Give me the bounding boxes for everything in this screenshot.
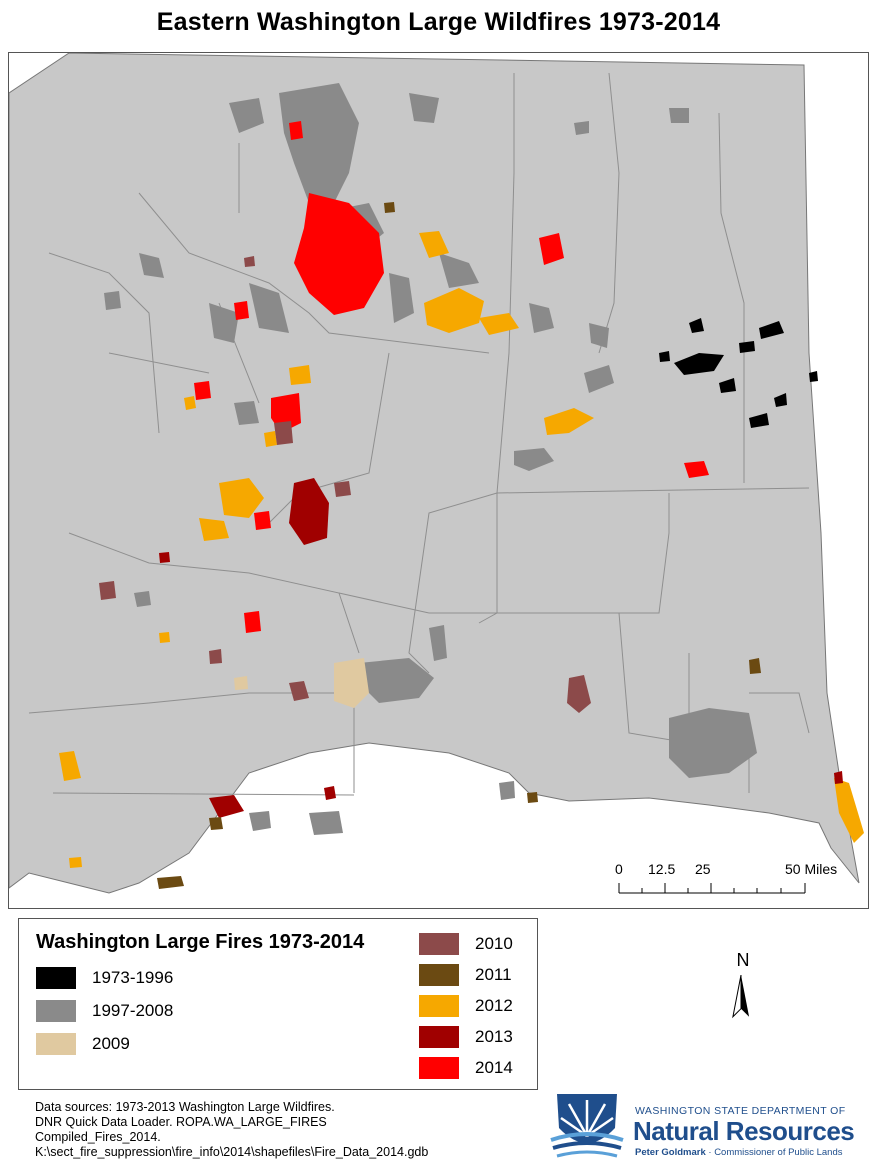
source-line-1: Data sources: 1973-2013 Washington Large… bbox=[35, 1100, 335, 1114]
legend-label: 2011 bbox=[475, 965, 512, 984]
scale-label-0: 0 bbox=[615, 861, 623, 877]
fires-2012 bbox=[59, 231, 864, 868]
fires-2011 bbox=[157, 202, 761, 889]
source-line-4: K:\sect_fire_suppression\fire_info\2014\… bbox=[35, 1145, 429, 1159]
legend-label: 1997-2008 bbox=[92, 1001, 174, 1020]
logo-department-text: WASHINGTON STATE DEPARTMENT OF bbox=[635, 1105, 846, 1117]
dnr-emblem-icon bbox=[550, 1094, 624, 1158]
legend-label: 1973-1996 bbox=[92, 968, 174, 987]
data-sources: Data sources: 1973-2013 Washington Large… bbox=[35, 1100, 428, 1160]
map-title: Eastern Washington Large Wildfires 1973-… bbox=[156, 8, 721, 36]
legend-swatch bbox=[419, 1057, 459, 1079]
north-label: N bbox=[736, 950, 750, 970]
dnr-logo: WASHINGTON STATE DEPARTMENT OF Natural R… bbox=[547, 1088, 873, 1162]
legend-swatch bbox=[36, 967, 76, 989]
source-line-3: Compiled_Fires_2014. bbox=[35, 1130, 161, 1144]
fires-2014 bbox=[194, 121, 709, 633]
fires-2010 bbox=[99, 256, 591, 713]
logo-commissioner-text: Peter Goldmark · Commissioner of Public … bbox=[635, 1147, 843, 1158]
scale-label-12-5: 12.5 bbox=[648, 861, 676, 877]
map-canvas bbox=[9, 53, 864, 894]
scale-label-50-miles: 50 Miles bbox=[785, 861, 838, 877]
legend-swatch bbox=[419, 1026, 459, 1048]
fires-2009 bbox=[234, 658, 369, 708]
land-area bbox=[9, 53, 860, 894]
legend-swatch bbox=[419, 933, 459, 955]
legend-label: 2009 bbox=[92, 1034, 130, 1053]
legend-swatch bbox=[419, 964, 459, 986]
legend-swatch bbox=[419, 995, 459, 1017]
legend-swatch bbox=[36, 1000, 76, 1022]
fires-2013 bbox=[159, 478, 843, 818]
fires-1973-1996 bbox=[659, 318, 818, 428]
legend-swatch bbox=[36, 1033, 76, 1055]
source-line-2: DNR Quick Data Loader. ROPA.WA_LARGE_FIR… bbox=[35, 1115, 327, 1129]
scale-label-25: 25 bbox=[695, 861, 711, 877]
legend-label: 2012 bbox=[475, 996, 513, 1015]
legend-label: 2013 bbox=[475, 1027, 513, 1046]
logo-commissioner-role: · Commissioner of Public Lands bbox=[705, 1147, 843, 1158]
legend: Washington Large Fires 1973-2014 1973-19… bbox=[18, 918, 538, 1090]
legend-label: 2010 bbox=[475, 934, 513, 953]
legend-label: 2014 bbox=[475, 1058, 513, 1077]
north-arrow-icon bbox=[732, 975, 750, 1019]
map-frame: 0 12.5 25 50 Miles bbox=[8, 52, 869, 909]
logo-natural-resources-text: Natural Resources bbox=[633, 1116, 855, 1146]
logo-commissioner-name: Peter Goldmark bbox=[635, 1147, 706, 1158]
scale-bar: 0 12.5 25 50 Miles bbox=[615, 859, 855, 903]
legend-title: Washington Large Fires 1973-2014 bbox=[36, 931, 365, 953]
scale-ruler bbox=[618, 883, 806, 894]
